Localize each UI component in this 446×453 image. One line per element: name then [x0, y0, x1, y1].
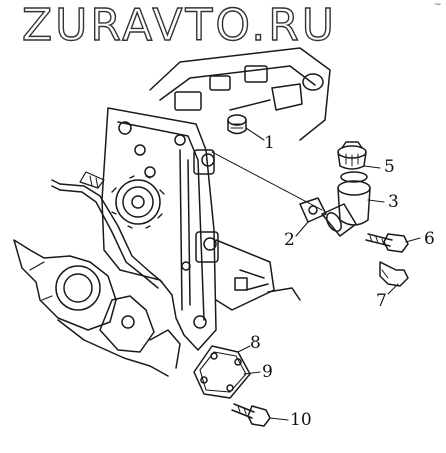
engine-block-top — [149, 47, 331, 141]
callout-8: 8 — [250, 333, 261, 353]
callout-leaders — [237, 127, 421, 421]
part-2-gasket — [299, 197, 327, 223]
callout-5: 5 — [384, 157, 395, 177]
part-5-cap — [337, 141, 368, 183]
corner-mark: ~ — [434, 0, 442, 10]
watermark-text: ZURAVTO.RU — [21, 0, 338, 51]
callout-7: 7 — [376, 291, 387, 311]
callout-2: 2 — [284, 230, 295, 250]
part-6-bolt — [365, 233, 409, 253]
callout-3: 3 — [388, 192, 399, 212]
block-lower-section — [57, 239, 301, 377]
part-3-fitting — [321, 180, 371, 237]
part-1-plug — [227, 114, 247, 135]
callout-6: 6 — [424, 229, 435, 249]
part-10-bolt — [231, 403, 271, 427]
callout-9: 9 — [262, 362, 273, 382]
callout-10: 10 — [290, 410, 312, 430]
front-cover-plate — [101, 107, 219, 351]
part-9-cover-plate — [193, 345, 251, 399]
oil-pipe — [51, 171, 163, 289]
crank-seal-plate — [13, 239, 117, 331]
part-7-bolt — [379, 261, 409, 287]
gear-housing — [111, 175, 165, 229]
callout-1: 1 — [264, 133, 275, 153]
assembly-line — [211, 151, 323, 211]
